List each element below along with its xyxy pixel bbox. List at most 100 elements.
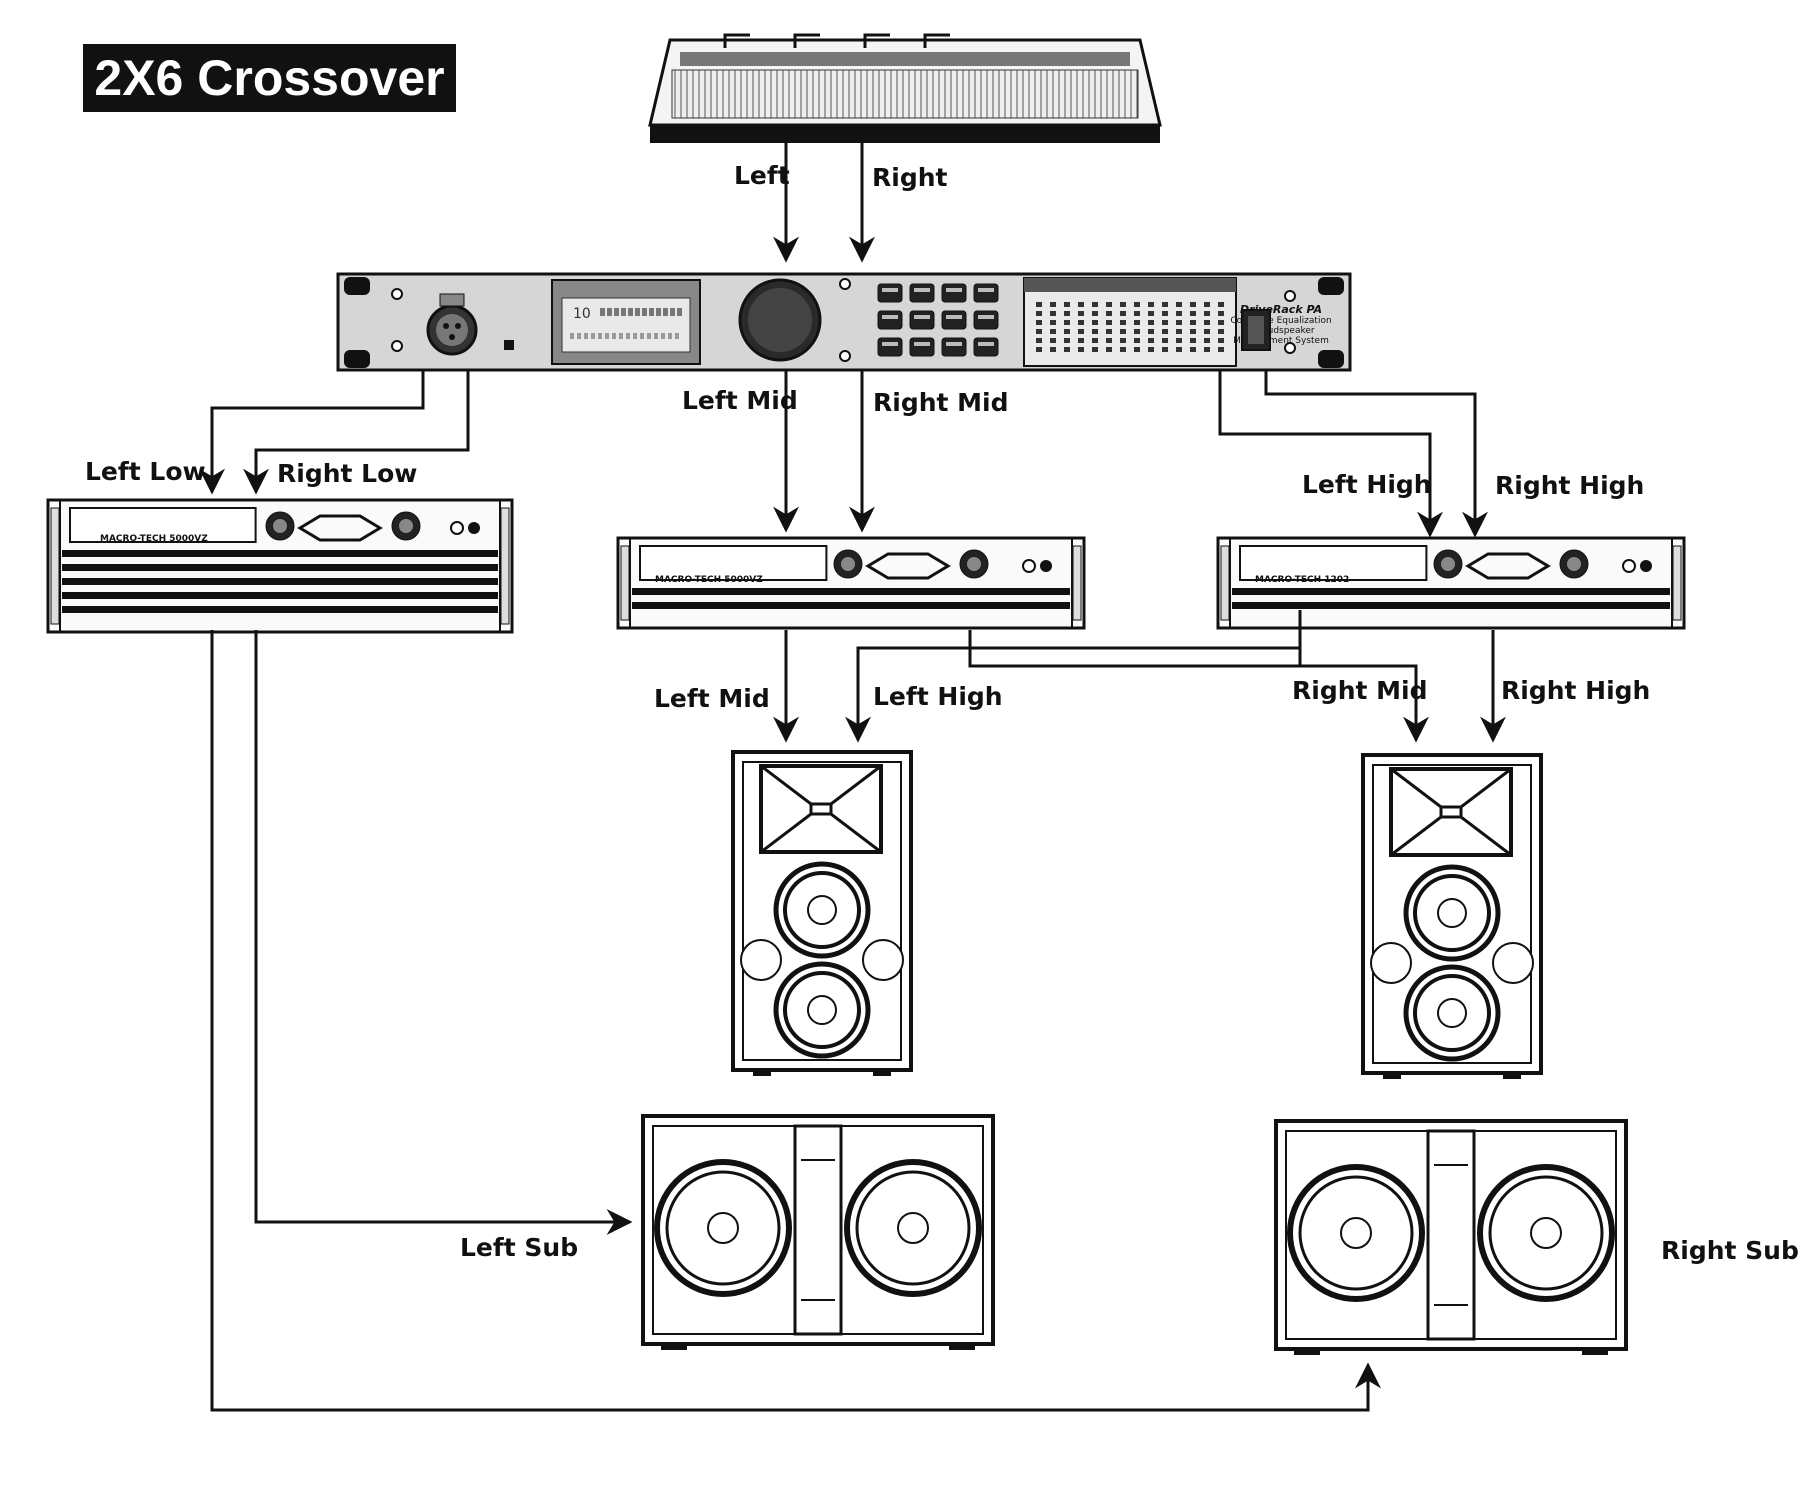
meter-led xyxy=(1204,311,1210,316)
meter-led xyxy=(1106,329,1112,334)
processor-button xyxy=(941,310,967,330)
processor-button xyxy=(941,337,967,357)
meter-led xyxy=(1078,302,1084,307)
meter-led xyxy=(1134,347,1140,352)
port-icon xyxy=(862,939,904,981)
amplifier-high-name: MACRO-TECH 1202 xyxy=(1255,575,1349,585)
amp-left-high-cable xyxy=(845,628,1302,743)
meter-led xyxy=(1036,338,1042,343)
meter-led xyxy=(1092,311,1098,316)
mixer-right-label: Right xyxy=(872,163,948,192)
left-sub-label: Left Sub xyxy=(460,1233,578,1262)
meter-led xyxy=(1162,338,1168,343)
meter-led xyxy=(1218,311,1224,316)
meter-led xyxy=(1078,320,1084,325)
meter-led xyxy=(1176,311,1182,316)
meter-led xyxy=(1176,347,1182,352)
meter-led xyxy=(1050,320,1056,325)
meter-led xyxy=(1176,302,1182,307)
meter-led xyxy=(1106,302,1112,307)
meter-led xyxy=(1176,320,1182,325)
meter-led xyxy=(1064,347,1070,352)
meter-led xyxy=(1176,329,1182,334)
meter-led xyxy=(1218,302,1224,307)
left-mid-high-speaker xyxy=(731,750,913,1076)
meter-led xyxy=(1148,311,1154,316)
meter-led xyxy=(1148,302,1154,307)
output-meters xyxy=(1036,302,1224,352)
processor-button xyxy=(973,310,999,330)
meter-led xyxy=(1064,338,1070,343)
brand-line-3: & Loudspeaker xyxy=(1247,326,1315,336)
display-value: 10 xyxy=(573,306,591,322)
right-mid-high-speaker xyxy=(1361,753,1543,1079)
amplifier-mid-name: MACRO-TECH 5000VZ xyxy=(655,575,763,585)
left-low-cable xyxy=(199,370,425,495)
meter-led xyxy=(1078,347,1084,352)
port-icon xyxy=(1370,942,1412,984)
meter-led xyxy=(1092,329,1098,334)
meter-led xyxy=(1162,311,1168,316)
right-high-cable xyxy=(1264,370,1488,538)
right-high-label: Right High xyxy=(1495,471,1644,500)
amp-right-mid-cable xyxy=(970,664,1429,743)
meter-led xyxy=(1064,302,1070,307)
mixer-left-label: Left xyxy=(734,161,790,190)
right-low-cable xyxy=(243,370,470,495)
right-mid-label: Right Mid xyxy=(873,388,1009,417)
meter-led xyxy=(1092,338,1098,343)
meter-led xyxy=(1162,329,1168,334)
meter-led xyxy=(1064,320,1070,325)
right-low-label: Right Low xyxy=(277,459,417,488)
diagram-title: 2X6 Crossover xyxy=(83,44,456,112)
right-sub-cable xyxy=(210,630,1381,1412)
left-low-label: Left Low xyxy=(85,457,206,486)
processor-button xyxy=(909,310,935,330)
meter-led xyxy=(1120,302,1126,307)
left-sub-cable xyxy=(254,630,633,1235)
meter-led xyxy=(1050,311,1056,316)
meter-led xyxy=(1190,311,1196,316)
amplifier-high xyxy=(1216,536,1686,630)
meter-led xyxy=(1148,329,1154,334)
meter-led xyxy=(1190,302,1196,307)
amp-left-mid-label: Left Mid xyxy=(654,684,770,713)
meter-led xyxy=(1204,338,1210,343)
meter-led xyxy=(1106,320,1112,325)
meter-led xyxy=(1092,320,1098,325)
amp-right-mid-label: Right Mid xyxy=(1292,676,1428,705)
right-sub-label: Right Sub xyxy=(1661,1236,1799,1265)
meter-led xyxy=(1190,347,1196,352)
port-icon xyxy=(1492,942,1534,984)
meter-led xyxy=(1134,302,1140,307)
processor-button xyxy=(909,283,935,303)
meter-led xyxy=(1120,320,1126,325)
amp-left-high-label: Left High xyxy=(873,682,1003,711)
brand-line-2: Complete Equalization xyxy=(1230,316,1331,326)
processor-button-grid xyxy=(877,283,999,357)
meter-led xyxy=(1204,320,1210,325)
meter-led xyxy=(1218,347,1224,352)
processor-button xyxy=(973,283,999,303)
port-icon xyxy=(740,939,782,981)
meter-led xyxy=(1050,347,1056,352)
amplifier-low xyxy=(46,498,514,634)
meter-led xyxy=(1134,320,1140,325)
amplifier-low-name: MACRO-TECH 5000VZ xyxy=(100,534,208,544)
right-subwoofer xyxy=(1274,1119,1628,1355)
meter-led xyxy=(1092,347,1098,352)
meter-led xyxy=(1204,329,1210,334)
meter-led xyxy=(1036,329,1042,334)
meter-led xyxy=(1134,338,1140,343)
meter-led xyxy=(1134,329,1140,334)
meter-led xyxy=(1148,320,1154,325)
meter-led xyxy=(1106,338,1112,343)
meter-led xyxy=(1120,338,1126,343)
meter-led xyxy=(1148,338,1154,343)
amp-right-high-label: Right High xyxy=(1501,676,1650,705)
meter-led xyxy=(1036,311,1042,316)
meter-led xyxy=(1078,311,1084,316)
meter-led xyxy=(1064,329,1070,334)
processor-button xyxy=(973,337,999,357)
